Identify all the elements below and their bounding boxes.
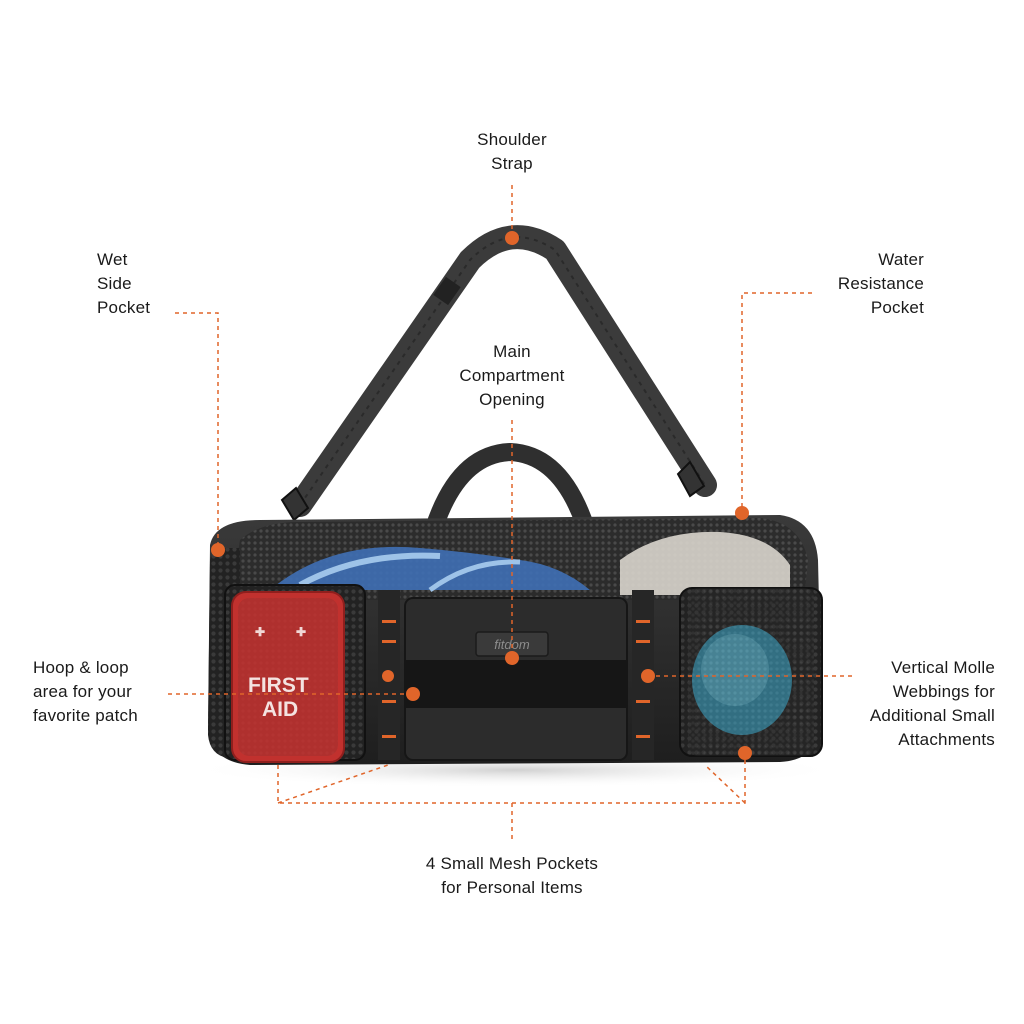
label-molle: Vertical Molle Webbings for Additional S…: [820, 656, 995, 752]
label-line: for Personal Items: [441, 878, 583, 897]
patch-line1: FIRST: [248, 674, 309, 697]
dot-hoop-loop: [406, 687, 420, 701]
dot-main-compartment: [505, 651, 519, 665]
label-line: Wet: [97, 250, 128, 269]
label-line: Vertical Molle: [891, 658, 995, 677]
label-line: Side: [97, 274, 132, 293]
patch-cross-right: ✚: [296, 625, 306, 639]
label-line: 4 Small Mesh Pockets: [425, 854, 599, 873]
leader-wet-pocket: [175, 312, 219, 548]
leader-mesh-pockets-right-inner: [704, 764, 746, 804]
label-line: Hoop & loop: [33, 658, 129, 677]
label-line: Additional Small: [869, 706, 995, 725]
blue-fins: [270, 546, 590, 590]
hook-loop-area: [405, 660, 627, 708]
label-mesh-pockets: 4 Small Mesh Pockets for Personal Items: [382, 852, 642, 900]
label-main-compartment: Main Compartment Opening: [432, 340, 592, 412]
dot-water-pocket: [735, 506, 749, 520]
label-line: Resistance: [837, 274, 924, 293]
strap-buckle: [433, 276, 461, 306]
label-line: Opening: [479, 390, 545, 409]
label-line: Shoulder: [477, 130, 547, 149]
leader-mesh-pockets-outer: [277, 755, 746, 804]
leader-water-pocket: [741, 292, 812, 512]
leader-mesh-pockets-left-inner: [277, 764, 389, 804]
dot-shoulder-strap: [505, 231, 519, 245]
label-line: Compartment: [459, 366, 565, 385]
label-line: favorite patch: [33, 706, 138, 725]
label-line: Pocket: [97, 298, 151, 317]
label-water-resistance-pocket: Water Resistance Pocket: [800, 248, 924, 320]
label-line: area for your: [33, 682, 132, 701]
label-hoop-loop: Hoop & loop area for your favorite patch: [33, 656, 138, 728]
label-wet-side-pocket: Wet Side Pocket: [97, 248, 150, 320]
right-clip: [676, 460, 706, 498]
patch-cross-left: ✚: [255, 625, 265, 639]
patch-line2: AID: [262, 698, 298, 721]
towel: [620, 531, 790, 595]
label-line: Strap: [491, 154, 533, 173]
label-line: Pocket: [870, 298, 924, 317]
dot-wet-pocket: [211, 543, 225, 557]
label-line: Water: [878, 250, 924, 269]
dot-molle: [641, 669, 655, 683]
label-shoulder-strap: Shoulder Strap: [452, 128, 572, 176]
dot-mesh-pocket-right: [738, 746, 752, 760]
label-line: Attachments: [898, 730, 995, 749]
label-line: Webbings for: [892, 682, 995, 701]
label-line: Main: [493, 342, 531, 361]
dot-molle-left: [382, 670, 394, 682]
